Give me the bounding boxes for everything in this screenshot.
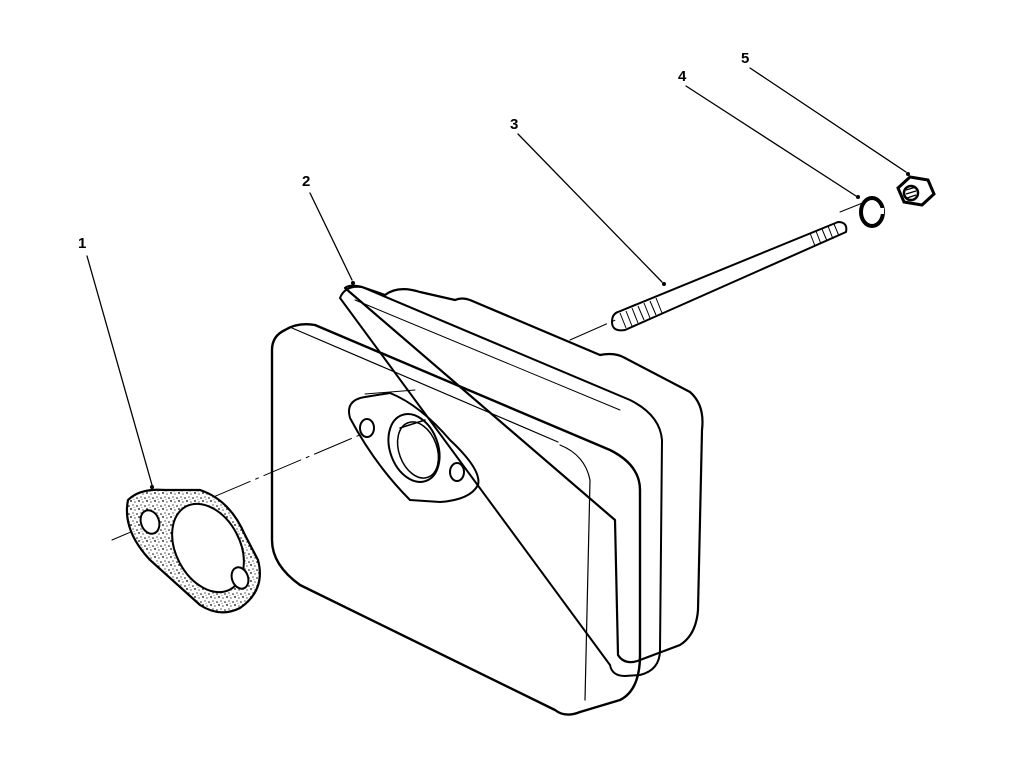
lock-washer-part [859, 196, 885, 228]
hex-nut-part [896, 175, 936, 207]
muffler-part [270, 284, 704, 716]
callout-1-gasket: 1 [78, 235, 87, 252]
gasket-part [125, 488, 261, 614]
callout-4-lock-washer: 4 [678, 68, 687, 85]
leader-lines [86, 67, 910, 489]
callout-3-stud: 3 [510, 116, 519, 133]
callout-2-muffler: 2 [302, 173, 311, 190]
callout-5-hex-nut: 5 [741, 50, 750, 67]
assembly-axis-lines [111, 199, 871, 541]
stud-part [611, 221, 848, 332]
